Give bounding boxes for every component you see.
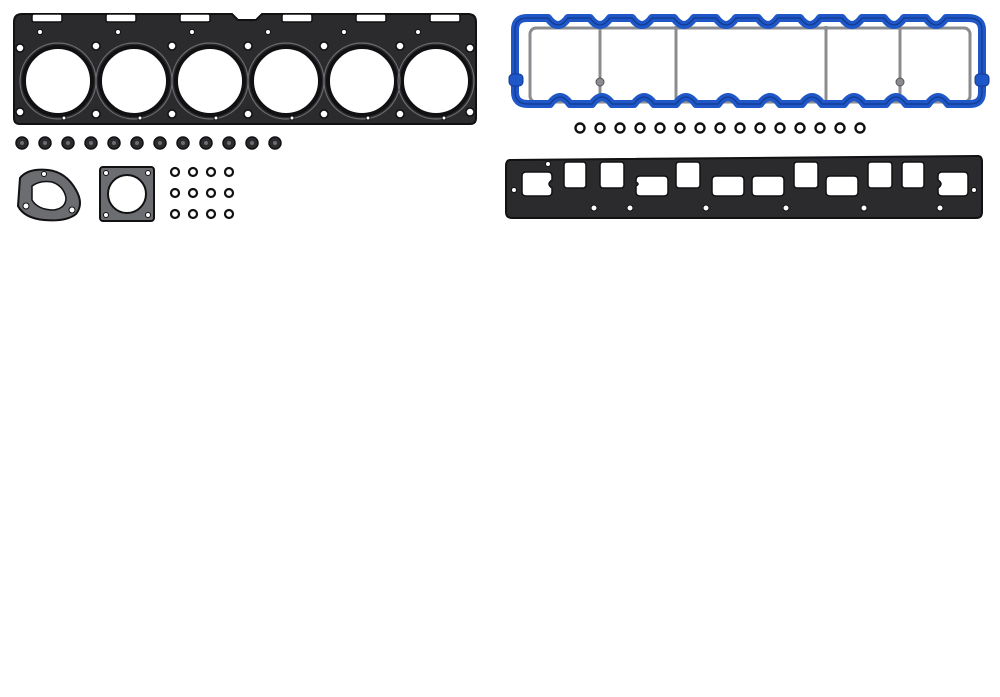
valve-cover-gasket-outline (511, 14, 986, 108)
manifold-bolt-holes (511, 161, 977, 212)
cylinder-bore (98, 45, 170, 117)
cylinder-bore (22, 45, 94, 117)
head-gasket-notches (31, 13, 461, 23)
cylinder-bores (22, 45, 472, 117)
intake-ports (563, 161, 925, 189)
valve-stem-seals (15, 136, 282, 150)
cylinder-bore (326, 45, 398, 117)
valve-cover-gasket (508, 14, 990, 108)
cylinder-head-gasket (13, 13, 477, 125)
egr-gasket (16, 168, 81, 222)
valve-cover-o-rings (574, 122, 866, 134)
small-o-rings-grid (169, 166, 235, 220)
cylinder-bore (400, 45, 472, 117)
manifold-gasket (505, 154, 983, 219)
cylinder-bore (250, 45, 322, 117)
exhaust-ports (521, 171, 969, 197)
cylinder-bore (174, 45, 246, 117)
head-bolt-holes (15, 41, 475, 119)
throttle-body-gasket (99, 166, 155, 222)
